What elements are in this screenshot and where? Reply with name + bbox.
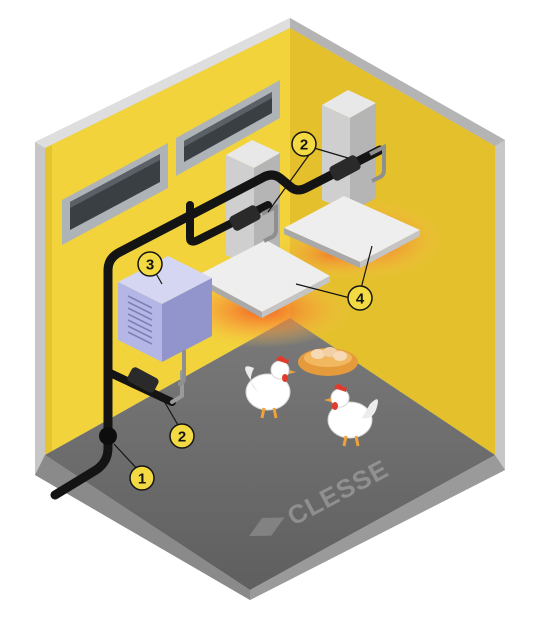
hen-right — [324, 384, 378, 447]
radiant-hood-left — [196, 140, 330, 318]
brand-logo-icon — [249, 517, 285, 537]
callout-label: 3 — [146, 257, 154, 274]
callout-label: 1 — [138, 471, 146, 488]
main-gas-inlet-junction — [99, 427, 117, 445]
valve-left-hood — [229, 203, 278, 243]
window-left — [62, 143, 168, 245]
callout-label: 2 — [300, 137, 308, 154]
valve-heater — [127, 350, 186, 393]
valve-right-hood — [329, 143, 386, 183]
heater-vent-grille — [127, 295, 153, 345]
callout-2-heater: 2 — [169, 423, 195, 449]
callout-4: 4 — [347, 285, 373, 311]
egg-nest — [298, 347, 358, 376]
heater-cabinet — [118, 256, 212, 362]
callout-2-hoods: 2 — [291, 131, 317, 157]
hen-left — [245, 356, 296, 419]
callout-1: 1 — [129, 465, 155, 491]
floor — [35, 318, 505, 600]
callout-label: 4 — [356, 291, 365, 308]
window-right — [176, 80, 280, 176]
radiant-hood-right — [284, 90, 420, 268]
callout-3: 3 — [137, 251, 163, 277]
callout-label: 2 — [178, 429, 186, 446]
